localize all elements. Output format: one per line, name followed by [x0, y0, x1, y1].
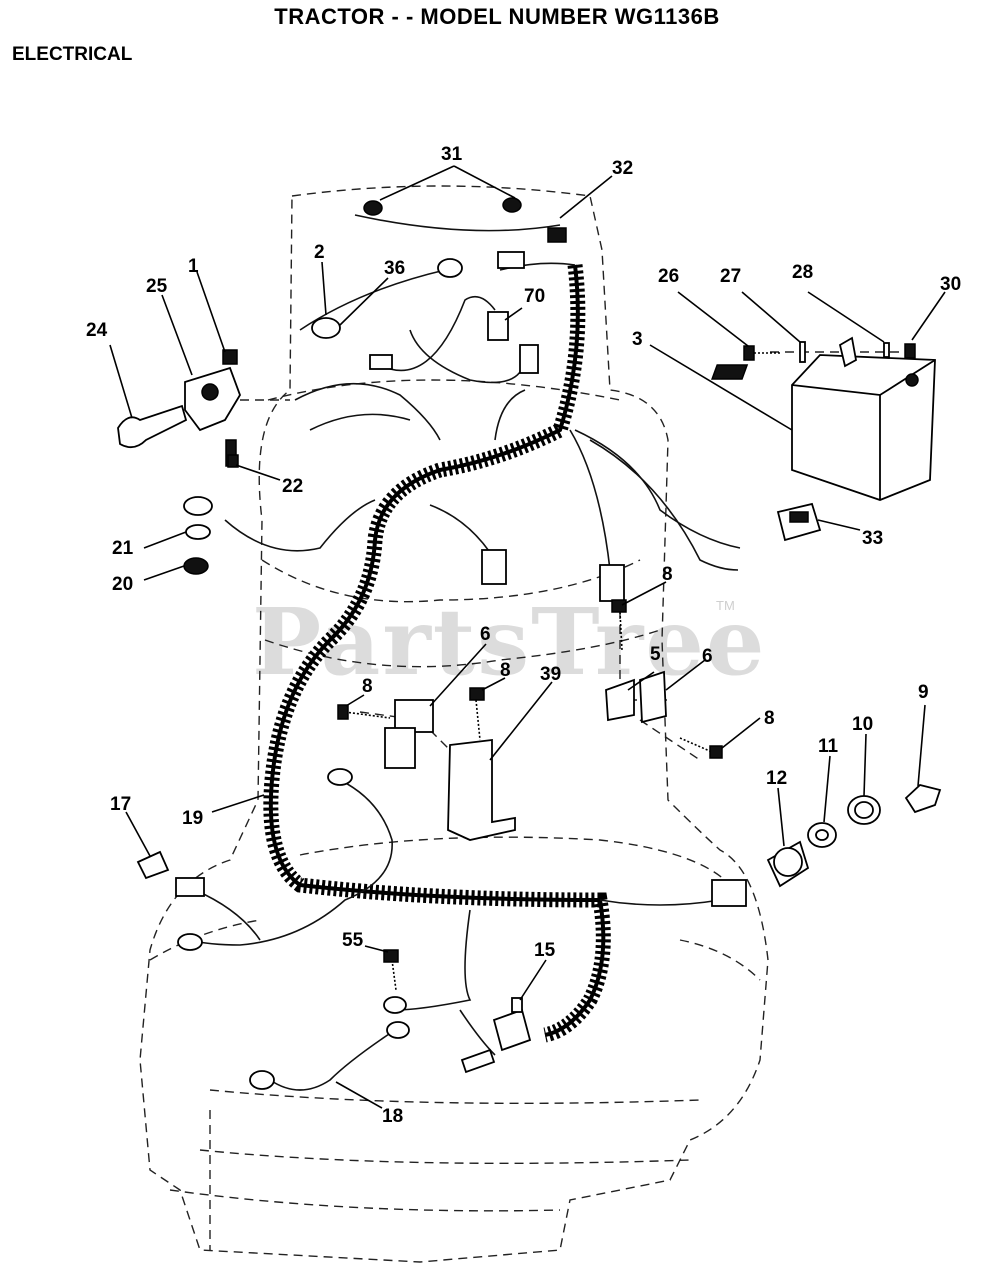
callout-36: 36 — [384, 258, 405, 279]
callout-2: 2 — [314, 242, 325, 263]
callout-39: 39 — [540, 664, 561, 685]
callout-12: 12 — [766, 768, 787, 789]
part-key-and-nuts — [807, 784, 942, 848]
callout-5: 5 — [650, 644, 661, 665]
callout-3: 3 — [632, 329, 643, 350]
callout-6-center: 6 — [480, 624, 491, 645]
callout-25: 25 — [146, 276, 168, 297]
callout-21: 21 — [112, 538, 134, 559]
callout-31: 31 — [441, 144, 463, 165]
part-starter-solenoid — [184, 349, 241, 467]
callout-8-left: 8 — [362, 676, 373, 697]
part-ring-terminals — [177, 258, 463, 1090]
wiring — [187, 214, 741, 1091]
callout-70: 70 — [524, 286, 545, 307]
callout-19: 19 — [182, 808, 203, 829]
callout-24: 24 — [86, 320, 108, 341]
part-interlock-switches — [384, 670, 667, 769]
callout-28: 28 — [792, 262, 813, 283]
callout-27: 27 — [720, 266, 741, 287]
part-bracket — [447, 738, 516, 841]
callout-33: 33 — [862, 528, 883, 549]
callout-1: 1 — [188, 256, 199, 277]
trademark-mark: TM — [716, 598, 735, 613]
callout-17: 17 — [110, 794, 131, 815]
callout-22: 22 — [282, 476, 303, 497]
part-ignition-switch — [766, 840, 810, 888]
callout-55: 55 — [342, 930, 364, 951]
callout-11: 11 — [818, 736, 839, 757]
page-title: TRACTOR - - MODEL NUMBER WG1136B — [274, 4, 720, 29]
coiled-harness — [263, 264, 611, 1043]
part-seat-switch — [460, 997, 532, 1074]
callout-32: 32 — [612, 158, 633, 179]
leader-lines — [109, 165, 946, 1109]
callout-26: 26 — [658, 266, 679, 287]
callout-6-right: 6 — [702, 646, 713, 667]
part-washers — [183, 496, 213, 575]
part-bulbs — [363, 197, 567, 243]
callout-10: 10 — [852, 714, 873, 735]
callout-18: 18 — [382, 1106, 403, 1127]
part-terminal-boot — [117, 404, 188, 449]
tractor-outline — [139, 185, 769, 1263]
callout-8-center: 8 — [500, 660, 511, 681]
callout-numbers: 31 32 2 36 70 1 25 24 22 21 20 26 27 28 … — [86, 144, 961, 1127]
part-connectors — [175, 251, 747, 907]
part-fuse — [136, 850, 170, 880]
part-battery — [711, 354, 936, 501]
callout-8-right-top: 8 — [662, 564, 673, 585]
callout-30: 30 — [940, 274, 961, 295]
part-rocker-switch — [776, 502, 822, 542]
part-battery-bolt — [743, 336, 916, 368]
section-label: ELECTRICAL — [12, 44, 133, 65]
callout-15: 15 — [534, 940, 556, 961]
part-screws — [227, 454, 723, 991]
callout-20: 20 — [112, 574, 133, 595]
callout-8-right-bottom: 8 — [764, 708, 775, 729]
callout-9: 9 — [918, 682, 929, 703]
